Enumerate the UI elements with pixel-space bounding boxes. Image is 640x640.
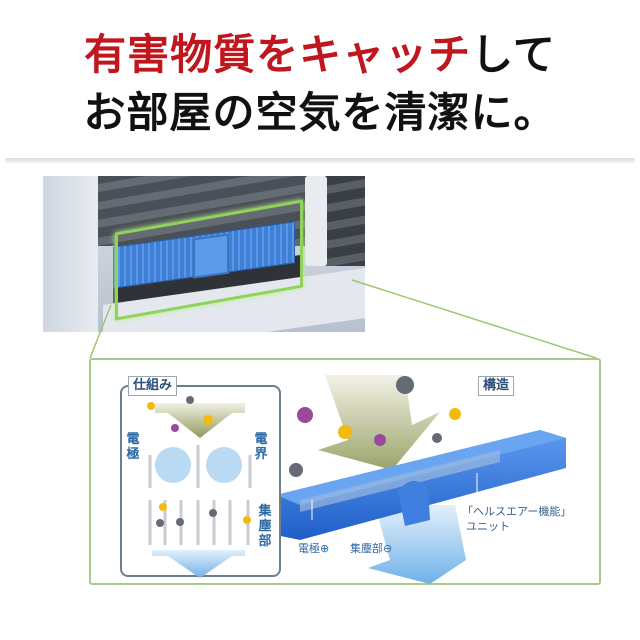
headline-line-2: お部屋の空気を清潔に。 (83, 88, 557, 137)
structure-tag: 構造 (478, 376, 515, 396)
headline-highlight: 有害物質をキャッチ (84, 30, 472, 79)
bracket (305, 176, 327, 266)
headline-line-1: 有害物質をキャッチして (0, 30, 640, 80)
side-wall (43, 176, 98, 332)
electrode-label: 電極 (126, 432, 140, 462)
divider (5, 158, 635, 163)
collector-label: 集塵部 (258, 504, 272, 549)
unit-label-line2: ユニット (466, 520, 510, 533)
collector-minus-label: 集塵部⊖ (350, 542, 393, 555)
headline-suffix: して (471, 30, 556, 79)
unit-label-line1: 「ヘルスエアー機能」 (462, 505, 572, 518)
product-photo (43, 176, 365, 332)
mechanism-tag: 仕組み (128, 376, 178, 396)
grille-right (325, 176, 365, 266)
electrode-plus-label: 電極⊕ (298, 542, 330, 555)
field-label: 電界 (254, 432, 268, 462)
